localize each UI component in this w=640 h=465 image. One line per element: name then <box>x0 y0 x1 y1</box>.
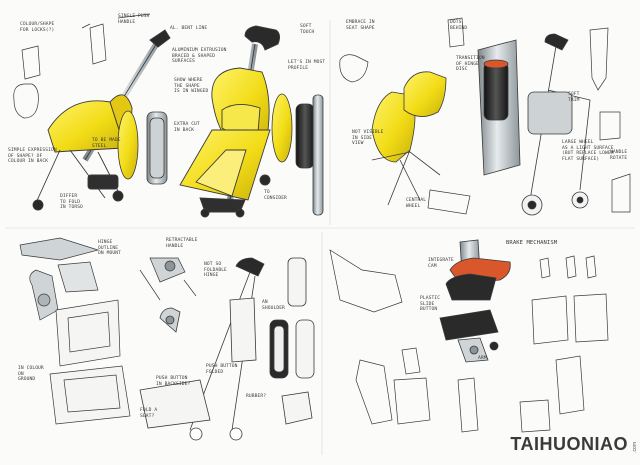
note-embrace: EMBRACE IN SEAT SHAPE <box>346 20 375 31</box>
note-arm: ARM <box>478 356 487 361</box>
q3-grip-parts <box>269 257 315 425</box>
q3-hinge-sketches <box>19 237 197 321</box>
note-extra-cut: EXTRA CUT IN BACK <box>174 122 200 133</box>
q1-small-sketches <box>13 13 151 119</box>
note-button-fold: PUSH BUTTON FOLDED <box>206 364 238 375</box>
q4-brake-mechanism <box>439 239 511 363</box>
note-not-so-fold: NOT SO FOLDABLE HINGE <box>204 262 227 279</box>
q2-small-sketches <box>339 17 631 215</box>
note-in-colour: IN COLOUR ON GROUND <box>18 366 44 383</box>
stroller-concept-front-view <box>179 25 281 218</box>
note-shoulder: AN SHOULDER <box>262 300 285 311</box>
note-colour-way: SIMPLE EXPRESSION OF SHAPE? OF COLOUR IN… <box>8 148 57 165</box>
q2-stroller-side <box>521 33 591 216</box>
note-push-button: PUSH BUTTON IN BACKSIDE? <box>156 376 191 387</box>
watermark-suffix: .com <box>632 442 638 453</box>
note-not-visible: NOT VISIBLE IN SIDE VIEW <box>352 130 384 147</box>
q2-tube-with-dark-collar <box>477 39 521 176</box>
note-handle-rotate: HANDLE ROTATE <box>610 150 628 161</box>
q3-seat-folding <box>49 299 131 425</box>
note-plastic: PLASTIC SLIDE BUTTON <box>420 296 441 313</box>
note-rubber: RUBBER? <box>246 394 267 399</box>
note-integrate: INTEGRATE CAM <box>428 258 454 269</box>
note-colour-hooks: COLOUR/SHAPE FOR LOCKS(?) <box>20 22 55 33</box>
note-fold-a-seat: FOLD A SEAT? <box>140 408 158 419</box>
note-show-where: SHOW WHERE THE SHAPE IS IN WINGED <box>174 78 209 95</box>
note-brake: BRAKE MECHANISM <box>506 240 558 246</box>
q3-stroller-frame <box>139 257 265 441</box>
grey-hinge-cylinder <box>146 111 168 185</box>
note-soft-touch: SOFT TOUCH <box>300 24 315 35</box>
note-central-wheel: CENTRAL WHEEL <box>406 198 427 209</box>
note-aluminium: ALUMINIUM EXTRUSION BRACED & SHAPED SURF… <box>172 48 227 65</box>
note-pipe-form: AL. BENT LINE <box>170 26 208 31</box>
note-leg-shape: DIFFER TO FOLD IN TORSO <box>60 194 83 211</box>
q4-side-sketches <box>329 249 609 433</box>
note-large-wheel: LARGE WHEEL AS A LIGHT SURFACE (BUT REPL… <box>562 140 614 162</box>
quadrant-dividers <box>5 20 635 455</box>
yellow-seat-disc-right <box>271 93 293 163</box>
note-transition: TRANSITION OF HINGE DISC <box>456 56 485 73</box>
note-soft-trim: SOFT TRIM <box>568 92 580 103</box>
note-to-consider: TO CONSIDER <box>264 190 287 201</box>
note-to-be-made: TO BE MADE STEEL <box>92 138 121 149</box>
note-retractable: RETRACTABLE HANDLE <box>166 238 198 249</box>
yellow-seat-disc-left <box>117 110 139 180</box>
note-dots: DOTS BEHIND <box>450 20 468 31</box>
note-single-push: SINGLE PUSH HANDLE <box>118 14 150 25</box>
watermark-logo: TAIHUONIAO <box>510 434 628 454</box>
q2-chair-concept <box>371 71 447 206</box>
dark-grip-cylinder <box>295 94 324 216</box>
note-let-it-pop: LET'S IN MOST PROFILE <box>288 60 326 71</box>
note-hinge: HINGE OUTLINE ON MOUNT <box>98 240 121 257</box>
